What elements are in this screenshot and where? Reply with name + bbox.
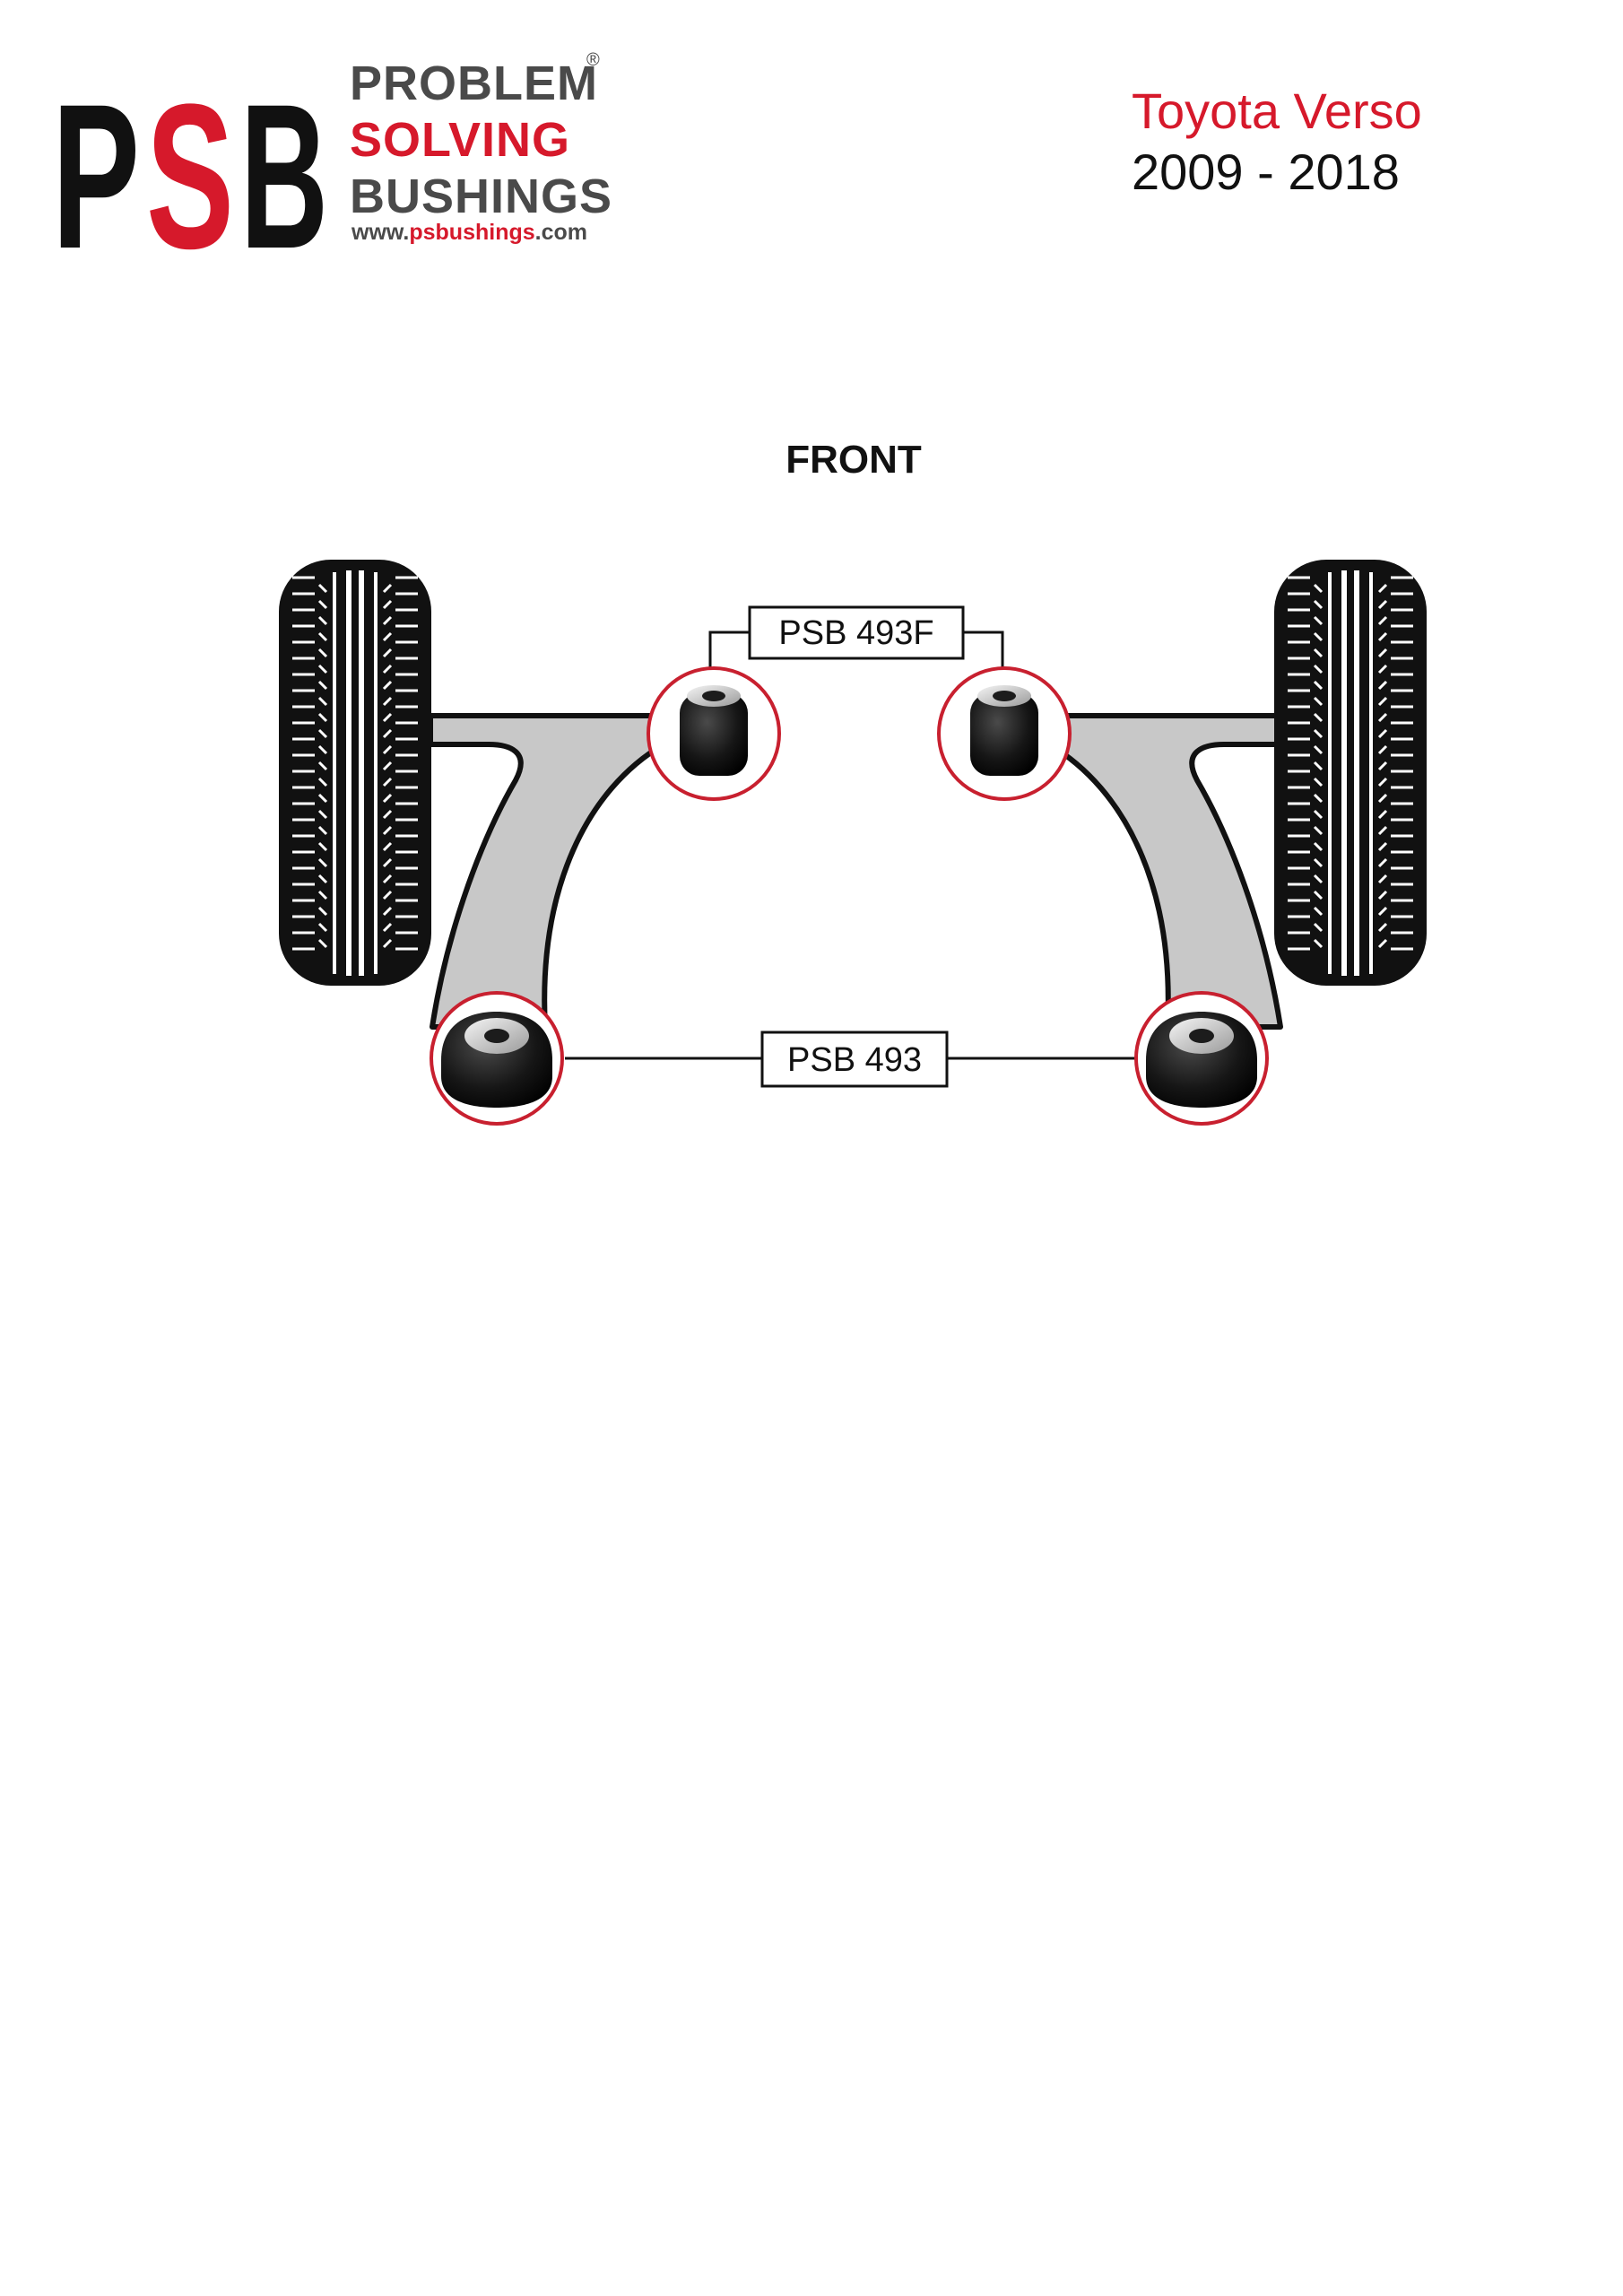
vehicle-info: Toyota Verso 2009 - 2018 — [1132, 81, 1422, 203]
vehicle-years: 2009 - 2018 — [1132, 144, 1400, 200]
logo-letter-s: S — [146, 61, 234, 251]
url-suffix: .com — [534, 220, 588, 245]
part-label-psb-493f: PSB 493F — [748, 605, 965, 660]
part-label-psb-493: PSB 493 — [760, 1031, 949, 1088]
url-prefix: www. — [352, 220, 410, 245]
bush-front-right — [937, 666, 1072, 801]
bush-front-left — [647, 666, 781, 801]
registered-mark: ® — [586, 50, 600, 70]
logo-line-problem: PROBLEM — [350, 57, 598, 110]
url-domain: psbushings — [409, 220, 535, 245]
logo-url: www.psbushings.com — [352, 220, 587, 246]
logo-letter-b: B — [240, 61, 328, 251]
suspension-diagram: PSB 493F PSB 493 — [279, 560, 1427, 1126]
bush-rear-right — [1134, 991, 1269, 1126]
bush-rear-left — [430, 991, 564, 1126]
right-control-arm — [1046, 713, 1283, 1030]
leader-493f-right — [963, 631, 1004, 677]
logo-line-solving: SOLVING — [350, 113, 571, 167]
logo-tagline: PROBLEM SOLVING BUSHINGS — [350, 56, 637, 225]
front-label: FRONT — [785, 438, 922, 482]
leader-493f-left — [708, 631, 750, 677]
right-wheel — [1274, 560, 1427, 986]
logo-letter-p: P — [52, 61, 140, 251]
left-control-arm — [428, 713, 666, 1030]
vehicle-model: Toyota Verso — [1132, 83, 1422, 139]
psb-logo-letters: P S B — [52, 61, 328, 251]
logo-line-bushings: BUSHINGS — [350, 170, 613, 223]
part-code-493f: PSB 493F — [778, 614, 933, 652]
part-code-493: PSB 493 — [787, 1041, 922, 1079]
left-wheel — [279, 560, 431, 986]
